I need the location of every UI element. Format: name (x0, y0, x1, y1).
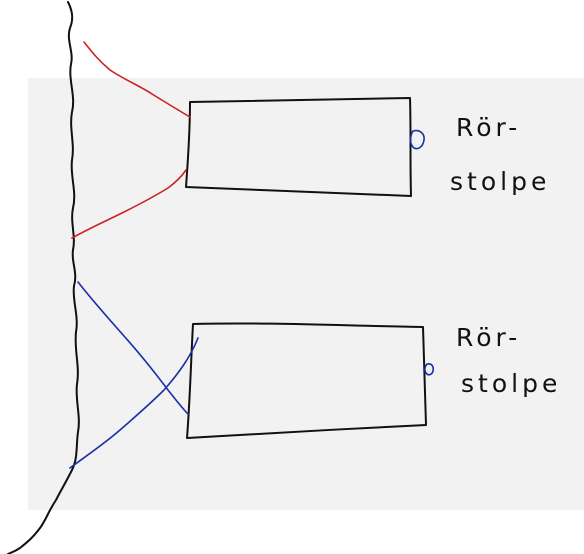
red-stay-lower (71, 169, 187, 239)
post-1-rect (185, 97, 412, 197)
post-1-label-bottom: stolpe (450, 167, 550, 196)
post-1-marker-icon (409, 129, 425, 150)
blue-stay-2 (69, 337, 199, 469)
edge-line (7, 1, 80, 554)
post-2-label-bottom: stolpe (461, 369, 561, 398)
background-panel (28, 78, 584, 510)
post-2-rect (186, 322, 427, 439)
blue-stay-1 (77, 281, 189, 415)
post-2-label-top: Rör- (456, 323, 521, 352)
post-1-label-top: Rör- (456, 113, 521, 142)
post-2-marker-icon (424, 363, 435, 376)
red-stay-upper (83, 41, 191, 118)
